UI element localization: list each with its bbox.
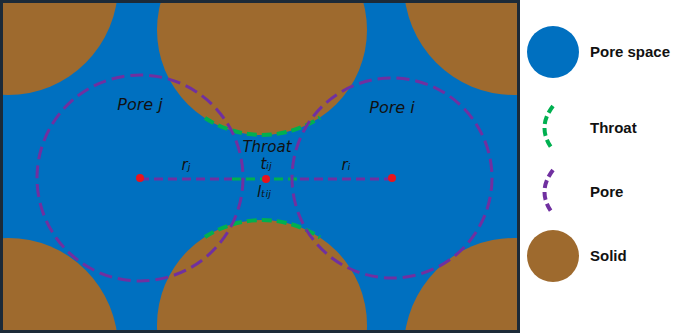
legend-throat-sample — [545, 106, 554, 150]
legend-swatch — [527, 26, 579, 78]
legend-text: Pore — [590, 183, 623, 201]
radius-symbol: rⱼ — [182, 157, 191, 174]
throat-arc — [205, 118, 320, 135]
legend-text: Solid — [590, 247, 627, 265]
pore-circle: Pore j — [35, 73, 245, 283]
domain-border — [2, 2, 519, 332]
throat-label: Throat — [242, 139, 291, 156]
radius-line — [140, 178, 232, 181]
throat-center-dot — [262, 175, 270, 183]
pore-outline-circle — [37, 75, 243, 281]
throat-radius-symbol: tᵢⱼ — [260, 156, 271, 173]
pore-label: Pore i — [369, 98, 414, 117]
radius-line — [300, 178, 392, 181]
legend-swatch — [527, 230, 579, 282]
pore-outline-circle — [292, 78, 492, 278]
legend-pore-sample — [545, 170, 554, 214]
legend-text: Throat — [590, 119, 637, 137]
legend-text: Pore space — [590, 43, 670, 61]
radius-symbol: rᵢ — [342, 157, 351, 174]
throat-length-symbol: lₜᵢⱼ — [257, 184, 271, 201]
pore-circle: Pore i — [290, 76, 494, 280]
pore-label: Pore j — [117, 95, 162, 114]
pore-center-dot — [136, 174, 144, 182]
pore-center-dot — [388, 174, 396, 182]
solid-grains — [2, 2, 518, 331]
